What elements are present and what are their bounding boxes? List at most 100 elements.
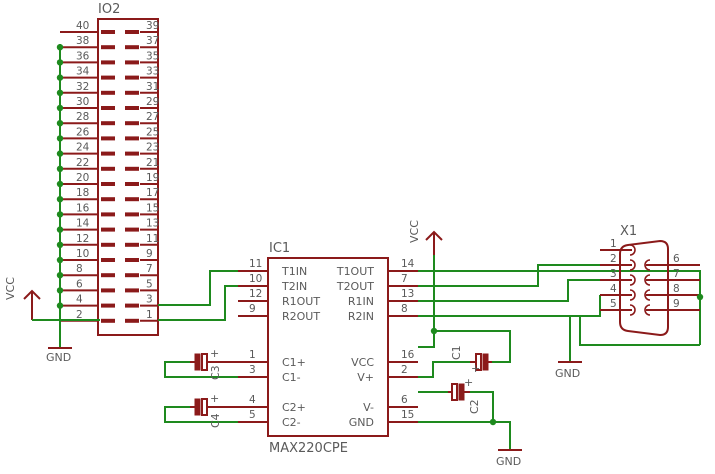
- io2-pin-right-21: 21: [146, 157, 159, 169]
- io2-pin-left-4: 4: [76, 294, 83, 306]
- ic1-left-pin-number: 4: [249, 394, 256, 406]
- gnd-bottom-label: GND: [496, 455, 521, 468]
- io2-pin-left-12-pad: [101, 242, 115, 247]
- io2-pin-left-6-pad: [101, 288, 115, 293]
- io2-pin-left-24-pad: [101, 151, 115, 156]
- io2-junction-4: [56, 302, 64, 309]
- c4-capacitor: + C4: [164, 392, 238, 428]
- io2-junction-10: [56, 256, 64, 264]
- ic1-right-pin-name: GND: [349, 416, 374, 429]
- io2-pin-left-8-pad: [101, 273, 115, 278]
- x1-pin-6: 6: [673, 253, 680, 265]
- io2-pin-left-24: 24: [76, 142, 90, 154]
- io2-label: IO2: [98, 2, 120, 17]
- ic1-to-x1-wires: [418, 264, 701, 345]
- io2-junction-36: [56, 59, 64, 66]
- io2-connector: IO2 403836343230282624222018161412108642…: [60, 2, 159, 336]
- x1-pin-1: 1: [610, 238, 617, 250]
- io2-pin-right-3: 3: [146, 294, 153, 306]
- io2-pin-right-7-pad: [125, 273, 139, 278]
- ic1-left-pin-number: 5: [249, 409, 256, 421]
- io2-pin-left-34: 34: [76, 66, 90, 78]
- io2-junction-16: [56, 211, 64, 218]
- x1-pin-8: 8: [673, 283, 680, 295]
- ic1-right-pin-name: R2IN: [348, 310, 374, 323]
- io2-junction-8: [56, 272, 64, 279]
- c3-label: C3: [209, 365, 222, 380]
- ic1-chip: IC1 MAX220CPE 11T1IN10T2IN12R1OUT9R2OUT1…: [238, 241, 435, 456]
- io2-pin-right-27-pad: [125, 121, 139, 126]
- x1-pin-3: 3: [610, 268, 617, 280]
- ic1-right-pin-number: 8: [401, 303, 408, 315]
- ic1-right-pin-number: 6: [401, 394, 408, 406]
- io2-pin-right-5-pad: [125, 288, 139, 293]
- io2-pin-left-18: 18: [76, 187, 89, 199]
- ic1-left-pin-number: 12: [249, 288, 262, 300]
- io2-pin-left-32-pad: [101, 90, 115, 95]
- io2-pin-left-22: 22: [76, 157, 89, 169]
- x1-shell: [619, 239, 669, 337]
- io2-pin-left-28-pad: [101, 121, 115, 126]
- io2-pin-left-40-pad: [101, 30, 115, 34]
- io2-pin-left-28: 28: [76, 111, 89, 123]
- x1-pin-5: 5: [610, 298, 617, 310]
- io2-pin-left-22-pad: [101, 166, 115, 171]
- io2-pin-left-36-pad: [101, 60, 115, 65]
- io2-pin-left-30-pad: [101, 106, 115, 110]
- svg-text:+: +: [210, 392, 219, 405]
- io2-pin-right-27: 27: [146, 111, 159, 123]
- io2-pin-right-39-pad: [125, 30, 139, 34]
- io2-pin-right-13-pad: [125, 227, 139, 232]
- io2-pin-right-19: 19: [146, 172, 159, 184]
- vcc-left-label: VCC: [4, 277, 17, 300]
- ic1-body: [267, 257, 389, 437]
- io2-pin-left-32: 32: [76, 81, 89, 93]
- io2-pin-right-23-pad: [125, 151, 139, 156]
- ic1-right-pin-number: 13: [401, 288, 414, 300]
- io2-pin-left-26-pad: [101, 136, 115, 141]
- ic1-left-pin-name: C1+: [282, 356, 306, 369]
- ic1-left-pin-number: 9: [249, 303, 256, 315]
- io2-pin-left-38: 38: [76, 35, 89, 47]
- io2-pin-left-2-pad: [101, 318, 115, 323]
- io2-pin-left-10-pad: [101, 258, 115, 262]
- io2-pin-left-30: 30: [76, 96, 89, 108]
- ic1-right-pin-number: 2: [401, 364, 408, 376]
- x1-pin-7: 7: [673, 268, 680, 280]
- io2-pin-left-10: 10: [76, 248, 89, 260]
- io2-pin-right-1-pad: [125, 318, 139, 323]
- c2-capacitor: + C2: [418, 376, 494, 422]
- ic1-right-pin-number: 14: [401, 258, 415, 270]
- x1-pin-9: 9: [673, 298, 680, 310]
- io2-pin-right-13: 13: [146, 218, 159, 230]
- io2-pin-right-37: 37: [146, 35, 159, 47]
- io2-pin-right-39: 39: [146, 20, 159, 32]
- io2-pin-right-33-pad: [125, 75, 139, 80]
- ic1-right-pin-number: 15: [401, 409, 414, 421]
- io2-junction-34: [56, 74, 64, 81]
- ic1-right-pin-name: V-: [363, 401, 374, 414]
- io2-pin-right-29-pad: [125, 106, 139, 110]
- io2-pin-left-20-pad: [101, 182, 115, 186]
- io2-junction-14: [56, 226, 64, 233]
- c2-label: C2: [468, 399, 481, 414]
- io2-pin-left-4-pad: [101, 303, 115, 308]
- io2-junction-30: [56, 104, 64, 112]
- io2-pin-right-17: 17: [146, 187, 159, 199]
- ic1-left-pin-name: C1-: [282, 371, 301, 384]
- ic1-right-pin-name: VCC: [351, 356, 374, 369]
- io2-pin-left-6: 6: [76, 278, 83, 290]
- svg-text:+: +: [210, 347, 219, 360]
- gnd-x1-symbol: GND: [555, 293, 704, 380]
- io2-junction-6: [56, 287, 64, 294]
- ic1-right-pin-number: 16: [401, 349, 415, 361]
- c1-capacitor: + C1: [418, 330, 511, 378]
- io2-pin-left-16-pad: [101, 212, 115, 217]
- io2-pin-right-31-pad: [125, 90, 139, 95]
